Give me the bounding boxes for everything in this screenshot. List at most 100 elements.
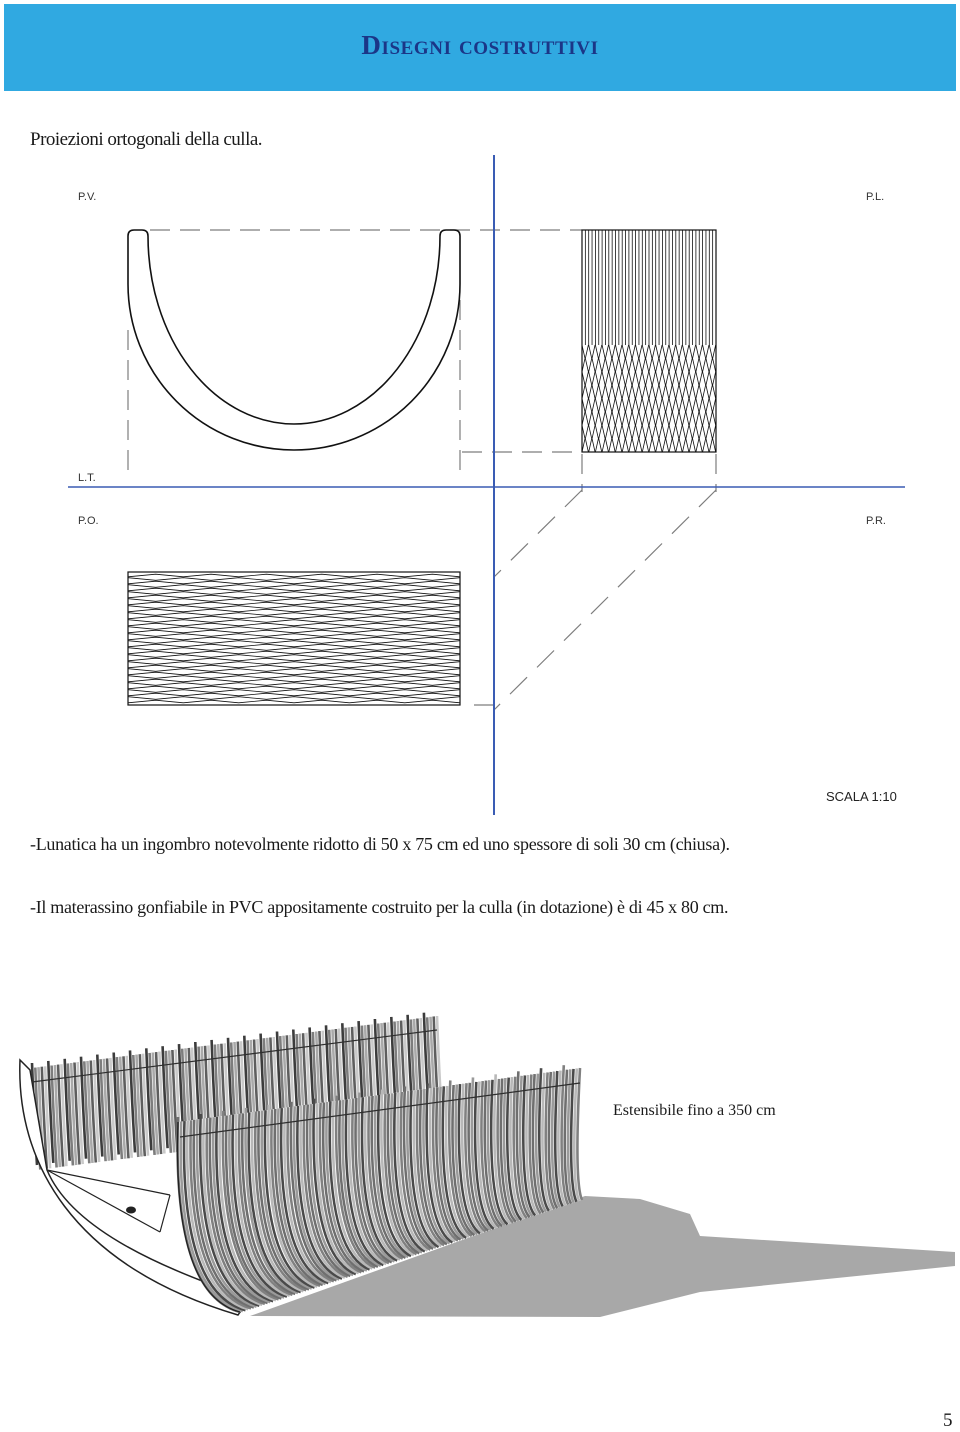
plan-slat: [127, 584, 461, 588]
side-slat-weave: [678, 344, 683, 453]
front-slat: [308, 1104, 354, 1277]
front-slat: [292, 1106, 340, 1281]
front-slat: [270, 1109, 321, 1288]
side-view: [581, 229, 717, 453]
side-slat-weave: [628, 344, 633, 453]
front-slat: [315, 1103, 360, 1275]
side-slat-weave: [584, 344, 589, 453]
front-slat: [354, 1097, 393, 1264]
back-slat: [47, 1060, 55, 1163]
back-slat: [73, 1062, 81, 1165]
side-slat-weave: [601, 344, 606, 453]
front-slat: [544, 1072, 556, 1210]
plan-slat: [127, 664, 461, 669]
front-slat: [444, 1085, 470, 1239]
plan-view-outline: [127, 571, 461, 706]
scale-label: SCALA 1:10: [826, 789, 897, 804]
plan-slat: [127, 629, 461, 634]
side-slat-weave: [695, 344, 700, 453]
plan-slat: [127, 615, 461, 620]
front-slat: [534, 1073, 548, 1213]
plan-slat: [127, 612, 461, 616]
plan-slat: [127, 675, 461, 679]
plan-slat: [127, 699, 461, 704]
front-slat: [240, 1113, 296, 1296]
front-slat: [334, 1095, 376, 1269]
front-slat: [363, 1096, 401, 1261]
back-slat: [89, 1060, 98, 1163]
front-slat: [302, 1104, 349, 1279]
front-slat: [357, 1092, 396, 1263]
back-slat: [40, 1066, 49, 1169]
front-slat: [179, 1121, 244, 1313]
back-slat: [125, 1055, 133, 1158]
mattress-paragraph: -Il materassino gonfiabile in PVC apposi…: [30, 897, 729, 917]
front-shell-edge: [176, 1121, 241, 1313]
side-slat-weave: [598, 344, 603, 453]
back-slat: [79, 1056, 88, 1159]
plan-slat: [127, 605, 461, 609]
projection-lines: [127, 229, 717, 711]
front-slat: [464, 1083, 487, 1233]
back-slat: [99, 1059, 107, 1162]
front-slat: [553, 1070, 564, 1207]
side-slat-weave: [588, 344, 593, 453]
front-slat: [283, 1107, 332, 1284]
front-slat: [351, 1098, 390, 1265]
front-slat: [257, 1111, 310, 1291]
label-ground-line: L.T.: [78, 472, 96, 484]
front-slat: [250, 1111, 304, 1293]
front-slat: [569, 1068, 578, 1203]
plan-slat: [127, 692, 461, 697]
dimensions-paragraph: -Lunatica ha un ingombro notevolmente ri…: [30, 834, 730, 854]
front-slat: [547, 1071, 559, 1209]
header-banner: Disegni costruttivi: [4, 4, 956, 91]
side-slat-weave: [705, 344, 710, 453]
front-slat: [557, 1070, 567, 1207]
back-slat: [56, 1064, 65, 1167]
back-slat: [53, 1065, 62, 1168]
render-caption: Estensibile fino a 350 cm: [613, 1102, 776, 1119]
projection-line: [493, 489, 717, 711]
front-slat: [438, 1086, 465, 1240]
back-slat: [164, 1050, 173, 1153]
side-slat-weave: [702, 344, 707, 453]
plan-slat: [127, 633, 461, 637]
cradle-shadow: [250, 1196, 955, 1317]
front-slat: [185, 1120, 249, 1311]
plan-slat: [127, 668, 461, 672]
side-slat-weave: [708, 344, 713, 453]
back-slat: [145, 1048, 153, 1151]
plan-slat: [127, 598, 461, 602]
front-slat: [560, 1065, 570, 1206]
side-slat-weave: [611, 344, 616, 453]
front-slat: [195, 1119, 257, 1308]
front-slat: [344, 1099, 384, 1267]
front-slat: [415, 1089, 445, 1247]
front-slat: [515, 1071, 531, 1219]
front-slat: [483, 1080, 503, 1228]
side-slat-weave: [672, 344, 676, 453]
front-slat: [512, 1076, 528, 1220]
page-number: 5: [943, 1410, 953, 1431]
plan-slat: [127, 591, 461, 595]
plan-slat: [127, 657, 461, 662]
front-slat: [489, 1079, 509, 1226]
back-slat: [148, 1052, 156, 1155]
side-slat-weave: [631, 344, 636, 453]
front-slat: [286, 1107, 335, 1283]
front-slat: [276, 1108, 326, 1286]
front-slat: [460, 1083, 484, 1234]
side-slat-weave: [698, 344, 703, 453]
side-slat-weave: [605, 344, 609, 453]
label-rotated-plane: P.R.: [866, 515, 886, 527]
front-slat: [402, 1086, 434, 1250]
back-slat: [92, 1059, 101, 1163]
front-slat: [496, 1078, 514, 1224]
side-slat-weave: [682, 344, 686, 453]
front-slat: [237, 1113, 293, 1297]
front-slat: [435, 1087, 462, 1241]
front-slat: [347, 1098, 387, 1266]
front-slat: [428, 1087, 456, 1243]
front-slat: [467, 1082, 490, 1232]
